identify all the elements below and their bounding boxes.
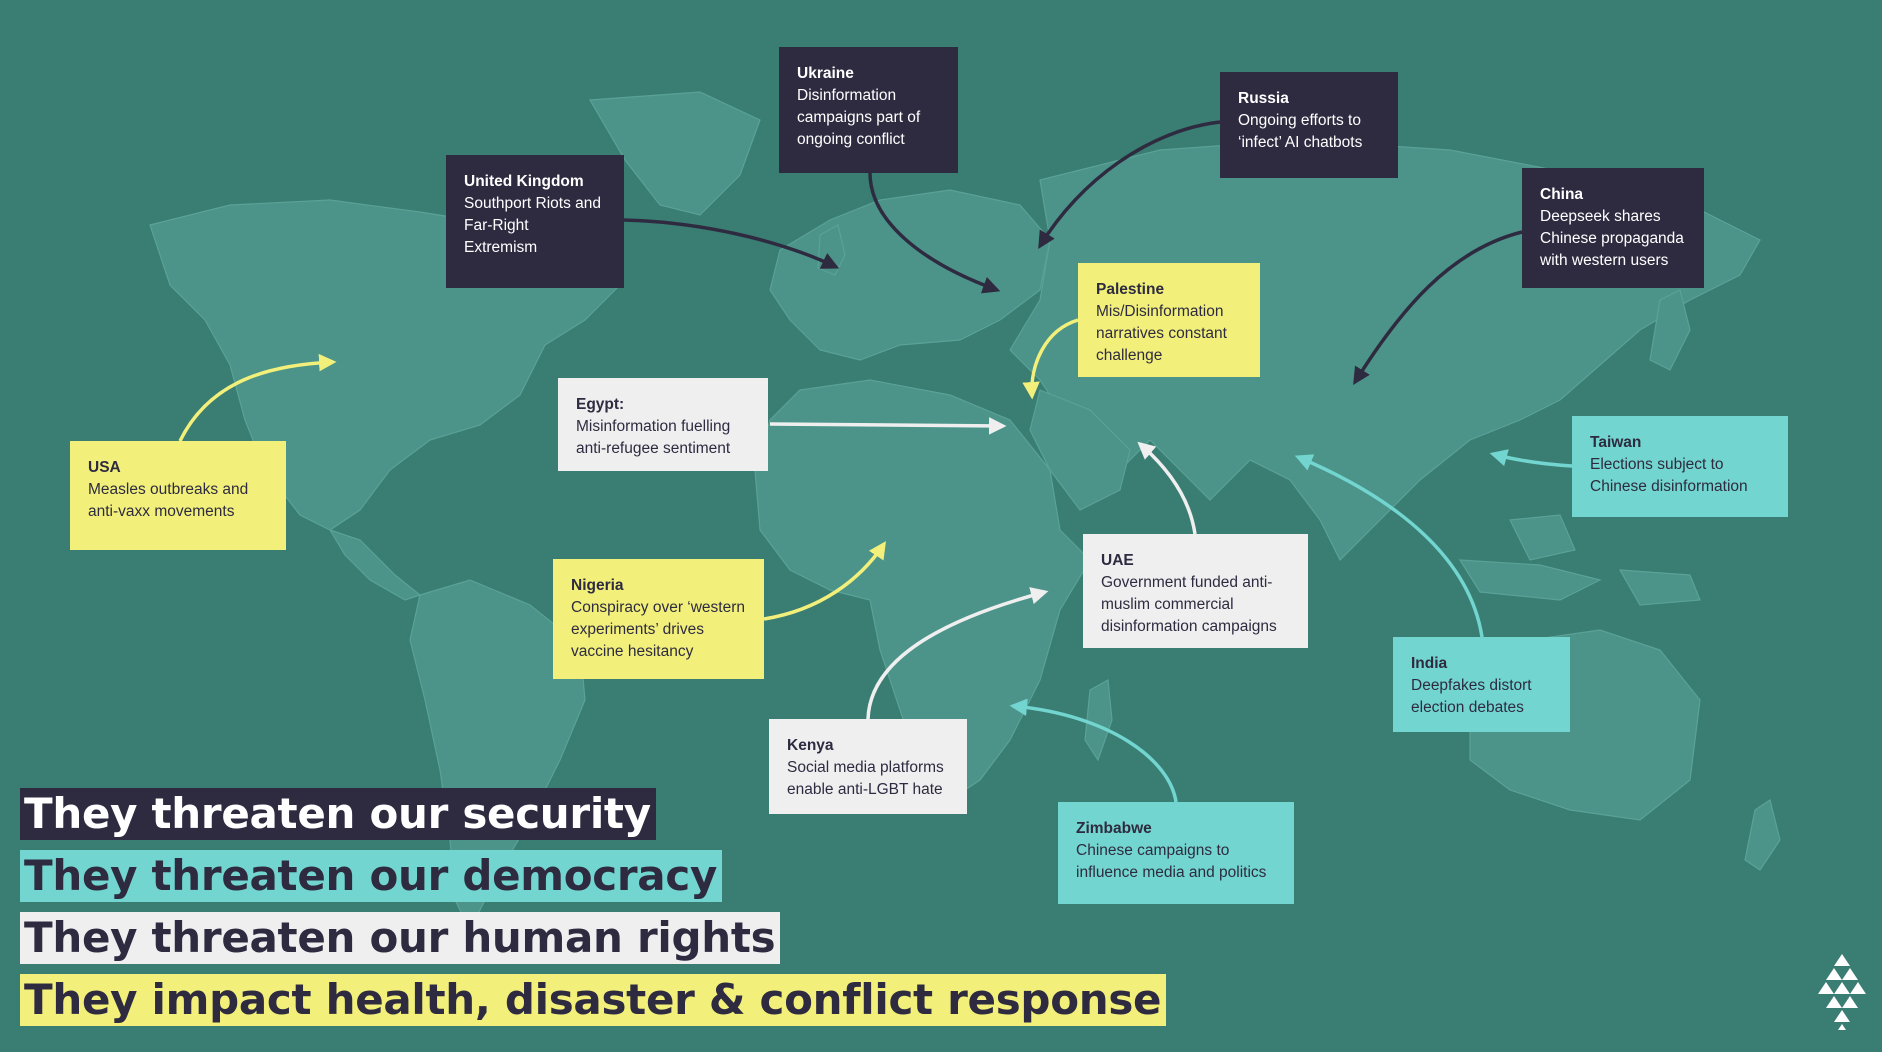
callout-body: Chinese campaigns to influence media and… (1076, 842, 1267, 881)
callout-body: Government funded anti-muslim commercial… (1101, 574, 1277, 635)
callout-india: India Deepfakes distort election debates (1393, 637, 1570, 732)
callout-title: Russia (1238, 90, 1289, 107)
callout-ukraine: Ukraine Disinformation campaigns part of… (779, 47, 958, 173)
callout-zimbabwe: Zimbabwe Chinese campaigns to influence … (1058, 802, 1294, 904)
callout-body: Deepfakes distort election debates (1411, 677, 1532, 716)
landmass-indonesia (1458, 559, 1602, 601)
callout-body: Deepseek shares Chinese propaganda with … (1540, 208, 1684, 269)
headline-health: They impact health, disaster & conflict … (20, 974, 1167, 1026)
callout-body: Mis/Disinformation narratives constant c… (1096, 303, 1227, 364)
headline-security: They threaten our security (20, 788, 656, 840)
landmass-arabia (1029, 389, 1131, 511)
landmass-madagascar (1084, 679, 1113, 762)
callout-taiwan: Taiwan Elections subject to Chinese disi… (1572, 416, 1788, 517)
landmass-central-america (328, 528, 422, 601)
triangle-cluster-logo-icon (1818, 954, 1866, 1030)
callout-russia: Russia Ongoing efforts to ‘infect’ AI ch… (1220, 72, 1398, 178)
callout-body: Southport Riots and Far-Right Extremism (464, 195, 602, 256)
callout-title: Palestine (1096, 281, 1165, 298)
landmass-greenland (588, 91, 761, 216)
headline-stack: They threaten our security They threaten… (20, 788, 1167, 1036)
callout-usa: USA Measles outbreaks and anti-vaxx move… (70, 441, 286, 550)
callout-nigeria: Nigeria Conspiracy over ‘western experim… (553, 559, 764, 679)
callout-title: Taiwan (1590, 434, 1642, 451)
landmass-papua (1618, 569, 1701, 606)
callout-title: Zimbabwe (1076, 820, 1152, 837)
callout-title: United Kingdom (464, 173, 584, 190)
callout-china: China Deepseek shares Chinese propaganda… (1522, 168, 1704, 288)
callout-title: Kenya (787, 737, 834, 754)
callout-body: Misinformation fuelling anti-refugee sen… (576, 418, 731, 457)
callout-body: Conspiracy over ‘western experiments’ dr… (571, 599, 746, 660)
callout-title: Ukraine (797, 65, 854, 82)
callout-body: Ongoing efforts to ‘infect’ AI chatbots (1238, 112, 1363, 151)
headline-democracy: They threaten our democracy (20, 850, 723, 902)
callout-body: Social media platforms enable anti-LGBT … (787, 759, 944, 798)
callout-title: Nigeria (571, 577, 624, 594)
callout-united-kingdom: United Kingdom Southport Riots and Far-R… (446, 155, 624, 288)
callout-title: USA (88, 459, 121, 476)
landmass-borneo (1509, 514, 1576, 561)
landmass-europe (769, 189, 1051, 361)
callout-body: Elections subject to Chinese disinformat… (1590, 456, 1748, 495)
callout-body: Measles outbreaks and anti-vaxx movement… (88, 481, 249, 520)
callout-egypt: Egypt: Misinformation fuelling anti-refu… (558, 378, 768, 471)
callout-uae: UAE Government funded anti-muslim commer… (1083, 534, 1308, 648)
landmass-japan (1649, 289, 1691, 371)
headline-human-rights: They threaten our human rights (20, 912, 781, 964)
landmass-new-zealand (1744, 799, 1781, 871)
callout-title: Egypt: (576, 396, 625, 413)
callout-body: Disinformation campaigns part of ongoing… (797, 87, 921, 148)
callout-title: China (1540, 186, 1584, 203)
callout-title: India (1411, 655, 1448, 672)
callout-title: UAE (1101, 552, 1134, 569)
callout-palestine: Palestine Mis/Disinformation narratives … (1078, 263, 1260, 377)
callout-kenya: Kenya Social media platforms enable anti… (769, 719, 967, 814)
